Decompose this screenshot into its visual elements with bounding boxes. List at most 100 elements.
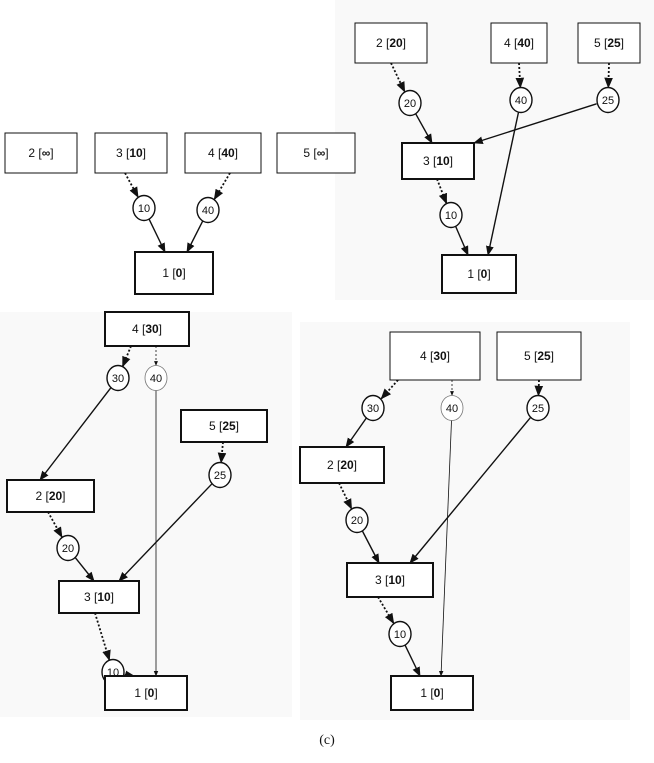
weights-layer: 10 40 20 40 25 10 30 40 25 20 10 30 40 25 20 10 bbox=[56, 86, 620, 686]
dotted-edge bbox=[47, 511, 63, 539]
node-id: 2 [ bbox=[35, 489, 49, 503]
node-rect bbox=[577, 22, 641, 64]
node-4-box: 4 [30] bbox=[389, 331, 481, 381]
dotted-edge bbox=[338, 482, 353, 510]
node-label: 4 [40] bbox=[208, 146, 238, 160]
dotted-edge bbox=[217, 441, 227, 464]
node-distance: 0 bbox=[176, 266, 183, 280]
node-1-box: 1 [0] bbox=[441, 254, 517, 294]
node-rect bbox=[441, 254, 517, 294]
node-distance: 10 bbox=[388, 573, 402, 587]
node-label: 5 [25] bbox=[594, 36, 624, 50]
node-rect bbox=[104, 675, 188, 711]
node-bracket: ] bbox=[235, 146, 238, 160]
edge-weight-10: 10 bbox=[439, 201, 463, 229]
dotted-edge bbox=[213, 172, 231, 201]
node-label: 4 [30] bbox=[420, 349, 450, 363]
edge-weight-10: 10 bbox=[388, 620, 412, 648]
node-distance: 0 bbox=[148, 686, 155, 700]
weight-circle bbox=[361, 394, 385, 422]
solid-edge bbox=[39, 387, 112, 481]
weight-circle bbox=[56, 534, 80, 562]
node-distance: ∞ bbox=[42, 146, 51, 160]
weight-circle bbox=[388, 620, 412, 648]
node-id: 1 [ bbox=[134, 686, 148, 700]
node-rect bbox=[4, 132, 78, 174]
node-distance: 10 bbox=[436, 154, 450, 168]
node-bracket: ] bbox=[62, 489, 65, 503]
dotted-edge bbox=[436, 178, 448, 205]
node-label: 1 [0] bbox=[162, 266, 185, 280]
edge-weight-10: 10 bbox=[132, 194, 156, 222]
node-id: 2 [ bbox=[376, 36, 390, 50]
node-rect bbox=[401, 142, 475, 180]
weight-label: 25 bbox=[532, 403, 544, 415]
node-bracket: ] bbox=[325, 146, 328, 160]
node-label: 1 [0] bbox=[467, 267, 490, 281]
weight-circle bbox=[345, 506, 369, 534]
weight-label: 20 bbox=[404, 98, 416, 110]
dotted-edge bbox=[604, 62, 613, 89]
node-id: 5 [ bbox=[209, 419, 223, 433]
node-rect bbox=[346, 562, 434, 598]
edge-weight-40: 40 bbox=[196, 196, 220, 224]
edge-weight-20: 20 bbox=[398, 89, 422, 117]
node-1-box: 1 [0] bbox=[104, 675, 188, 711]
node-4-box: 4 [30] bbox=[104, 311, 190, 347]
edge-weight-30: 30 bbox=[361, 394, 385, 422]
weight-label: 40 bbox=[150, 373, 162, 385]
weight-label: 25 bbox=[602, 95, 614, 107]
node-rect bbox=[490, 22, 548, 64]
weight-circle bbox=[439, 201, 463, 229]
node-label: 3 [10] bbox=[375, 573, 405, 587]
node-id: 2 [ bbox=[327, 458, 341, 472]
node-bracket: ] bbox=[159, 322, 162, 336]
node-distance: 20 bbox=[49, 489, 63, 503]
node-id: 3 [ bbox=[84, 590, 98, 604]
weight-label: 10 bbox=[394, 629, 406, 641]
solid-edge bbox=[74, 557, 95, 582]
node-rect bbox=[299, 446, 385, 484]
node-rect bbox=[94, 132, 168, 174]
solid-edge bbox=[409, 417, 531, 564]
weight-circle bbox=[208, 461, 232, 489]
node-bracket: ] bbox=[450, 154, 453, 168]
edge-weight-40: 40 bbox=[509, 86, 533, 114]
weight-label: 20 bbox=[351, 515, 363, 527]
node-bracket: ] bbox=[447, 349, 450, 363]
weight-label: 25 bbox=[214, 470, 226, 482]
dotted-edge bbox=[124, 172, 139, 198]
node-5-box: 5 [25] bbox=[496, 331, 582, 381]
node-rect bbox=[6, 479, 95, 513]
node-label: 3 [10] bbox=[423, 154, 453, 168]
edge-weight-40: 40 bbox=[440, 395, 464, 421]
weight-circle bbox=[596, 86, 620, 114]
node-rect bbox=[134, 251, 214, 295]
node-bracket: ] bbox=[621, 36, 624, 50]
node-label: 4 [40] bbox=[504, 36, 534, 50]
edge-weight-30: 30 bbox=[106, 364, 130, 392]
node-distance: 40 bbox=[517, 36, 531, 50]
node-bracket: ] bbox=[487, 267, 490, 281]
solid-edge bbox=[345, 417, 367, 448]
edge-weight-20: 20 bbox=[56, 534, 80, 562]
node-id: 1 [ bbox=[467, 267, 481, 281]
node-3-box: 3 [10] bbox=[58, 580, 140, 614]
edge-weight-25: 25 bbox=[526, 394, 550, 422]
node-id: 2 [ bbox=[28, 146, 42, 160]
node-bracket: ] bbox=[154, 686, 157, 700]
node-id: 3 [ bbox=[116, 146, 130, 160]
node-rect bbox=[389, 331, 481, 381]
node-distance: 25 bbox=[607, 36, 621, 50]
edge-weight-25: 25 bbox=[596, 86, 620, 114]
node-4-box: 4 [40] bbox=[490, 22, 548, 64]
node-5-box: 5 [25] bbox=[577, 22, 641, 64]
node-distance: 10 bbox=[129, 146, 143, 160]
dotted-edge bbox=[390, 62, 406, 93]
node-4-box: 4 [40] bbox=[184, 132, 262, 174]
node-label: 3 [10] bbox=[84, 590, 114, 604]
node-distance: 10 bbox=[97, 590, 111, 604]
solid-edge bbox=[148, 218, 166, 253]
node-rect bbox=[58, 580, 140, 614]
weight-circle bbox=[144, 365, 168, 391]
